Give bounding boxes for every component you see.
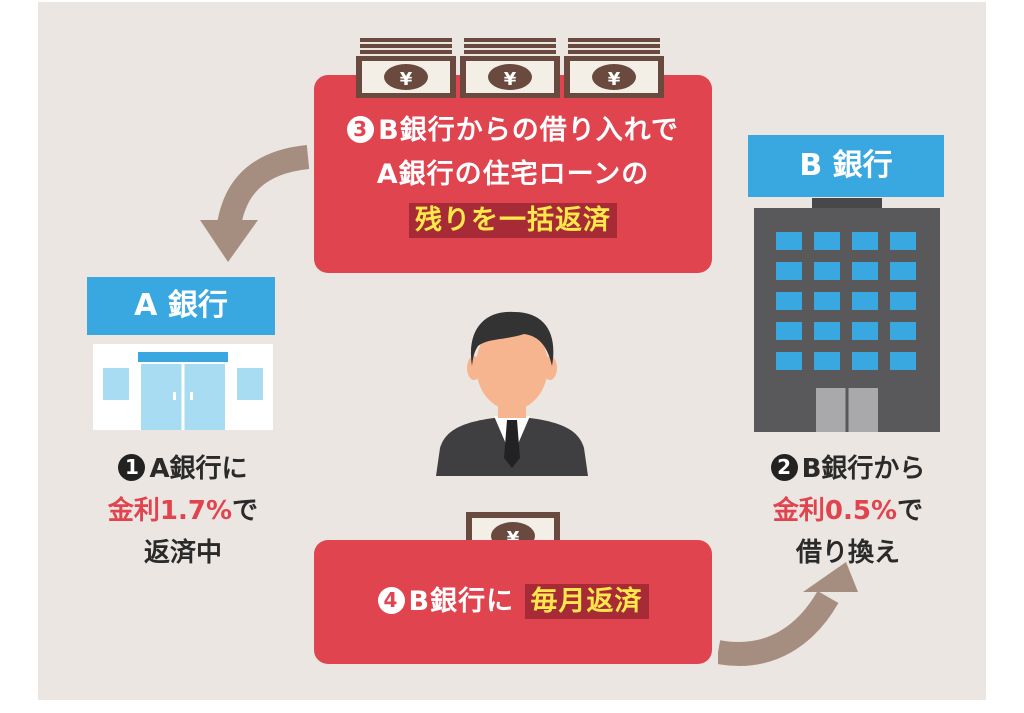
svg-text:¥: ¥ [400, 69, 413, 90]
bank-a-line3: 返済中 [143, 538, 222, 568]
step3-line1: B銀行からの借り入れで [378, 115, 679, 146]
yen-banknote-icon: ¥ [356, 38, 664, 98]
step4-badge: 4 [377, 587, 405, 614]
office-building-icon [754, 198, 940, 432]
step3-badge: 3 [347, 116, 375, 143]
step1-badge: 1 [118, 454, 146, 481]
bank-b-sign: B 銀行 [748, 135, 944, 197]
step4-text: B銀行に [408, 586, 515, 617]
bank-b-rate: 金利0.5% [772, 496, 898, 526]
curved-arrow-icon [200, 145, 310, 262]
step3-line2: A銀行の住宅ローンの [376, 159, 650, 190]
step3-highlight: 残りを一括返済 [409, 203, 617, 238]
bank-b-line3: 借り換え [795, 538, 900, 568]
bank-building-icon [93, 344, 273, 430]
businessman-icon [436, 311, 588, 476]
step2-badge: 2 [770, 454, 798, 481]
bank-a-line1: A銀行に [149, 454, 248, 484]
bank-a-rate-suffix: で [232, 496, 259, 526]
bank-b-rate-suffix: で [897, 496, 924, 526]
curved-arrow-icon [718, 562, 858, 666]
bank-b-line1: B銀行から [801, 454, 926, 484]
step4-highlight: 毎月返済 [524, 584, 649, 619]
bank-a-sign: A 銀行 [87, 277, 275, 335]
bank-a-rate: 金利1.7% [107, 496, 233, 526]
